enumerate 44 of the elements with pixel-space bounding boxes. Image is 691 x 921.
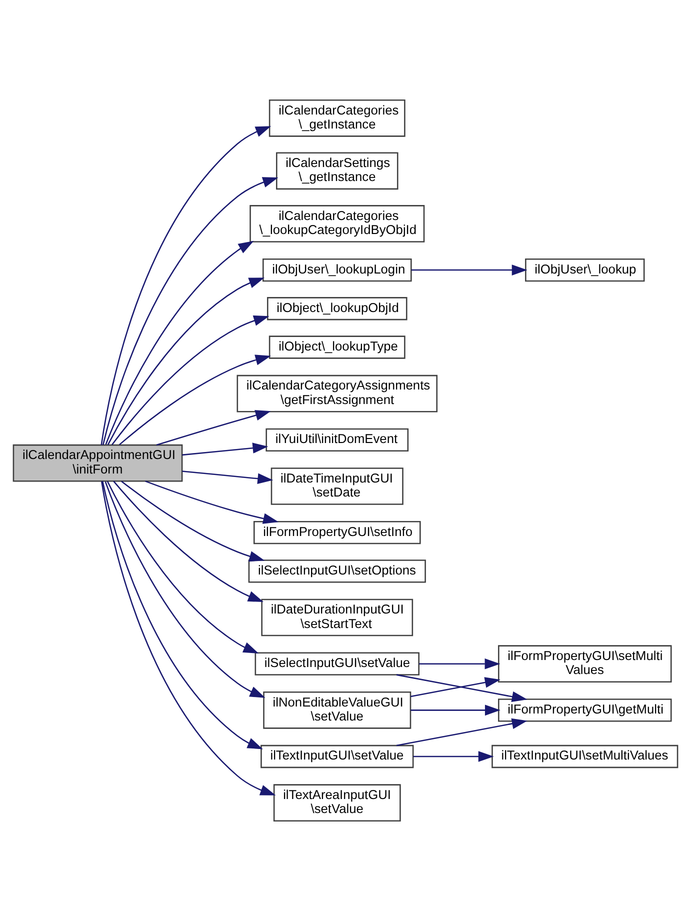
node-box: ilObject\_lookupType — [268, 336, 406, 359]
node-box: ilCalendarAppointmentGUI \initForm — [12, 444, 183, 482]
arrow — [419, 658, 500, 670]
arrow — [411, 264, 528, 276]
node-box: ilCalendarCategories \_getInstance — [268, 100, 406, 137]
node-box: ilObjUser\_lookupLogin — [262, 258, 412, 282]
arrow — [107, 278, 264, 446]
arrow — [100, 126, 272, 446]
node-box: ilFormPropertyGUI\setMulti Values — [498, 645, 672, 682]
node-box: ilFormPropertyGUI\getMulti — [498, 698, 672, 722]
arrow — [396, 674, 528, 702]
arrow — [102, 177, 278, 446]
arrow — [104, 481, 266, 698]
node-box: ilCalendarCategories \_lookupCategoryIdByObjId — [250, 205, 425, 242]
arrow — [101, 481, 276, 796]
node-box: ilObject\_lookupObjId — [267, 297, 408, 320]
node-box: ilSelectInputGUI\setValue — [254, 652, 420, 676]
node-box: ilTextInputGUI\setValue — [260, 744, 414, 768]
node-box: ilDateDurationInputGUI \setStartText — [261, 598, 414, 636]
arrow — [182, 442, 268, 456]
arrow — [182, 470, 274, 484]
node-box: ilFormPropertyGUI\setInfo — [253, 520, 421, 544]
node-box: ilYuiUtil\initDomEvent — [266, 428, 409, 452]
arrow — [121, 480, 265, 562]
node-box: ilNonEditableValueGUI \setValue — [263, 692, 412, 729]
arrow — [112, 315, 270, 446]
arrow — [410, 704, 500, 716]
node-box: ilTextInputGUI\setMultiValues — [492, 744, 678, 768]
arrow — [105, 240, 254, 445]
arrow — [396, 718, 528, 746]
node-box: ilObjUser\_lookup — [525, 258, 645, 282]
arrow — [145, 480, 279, 524]
arrow — [102, 481, 263, 750]
arrow — [119, 354, 271, 446]
arrow — [106, 481, 259, 654]
node-box: ilDateTimeInputGUI \setDate — [270, 468, 404, 505]
arrow — [113, 480, 264, 602]
node-box: ilCalendarCategoryAssignments \getFirstAssignment — [236, 374, 438, 412]
arrow — [410, 677, 500, 698]
node-box: ilTextAreaInputGUI \setValue — [273, 784, 401, 822]
node-box: ilSelectInputGUI\setOptions — [248, 560, 426, 583]
arrow — [413, 751, 494, 762]
node-box: ilCalendarSettings \_getInstance — [276, 152, 398, 190]
arrow — [156, 410, 271, 446]
